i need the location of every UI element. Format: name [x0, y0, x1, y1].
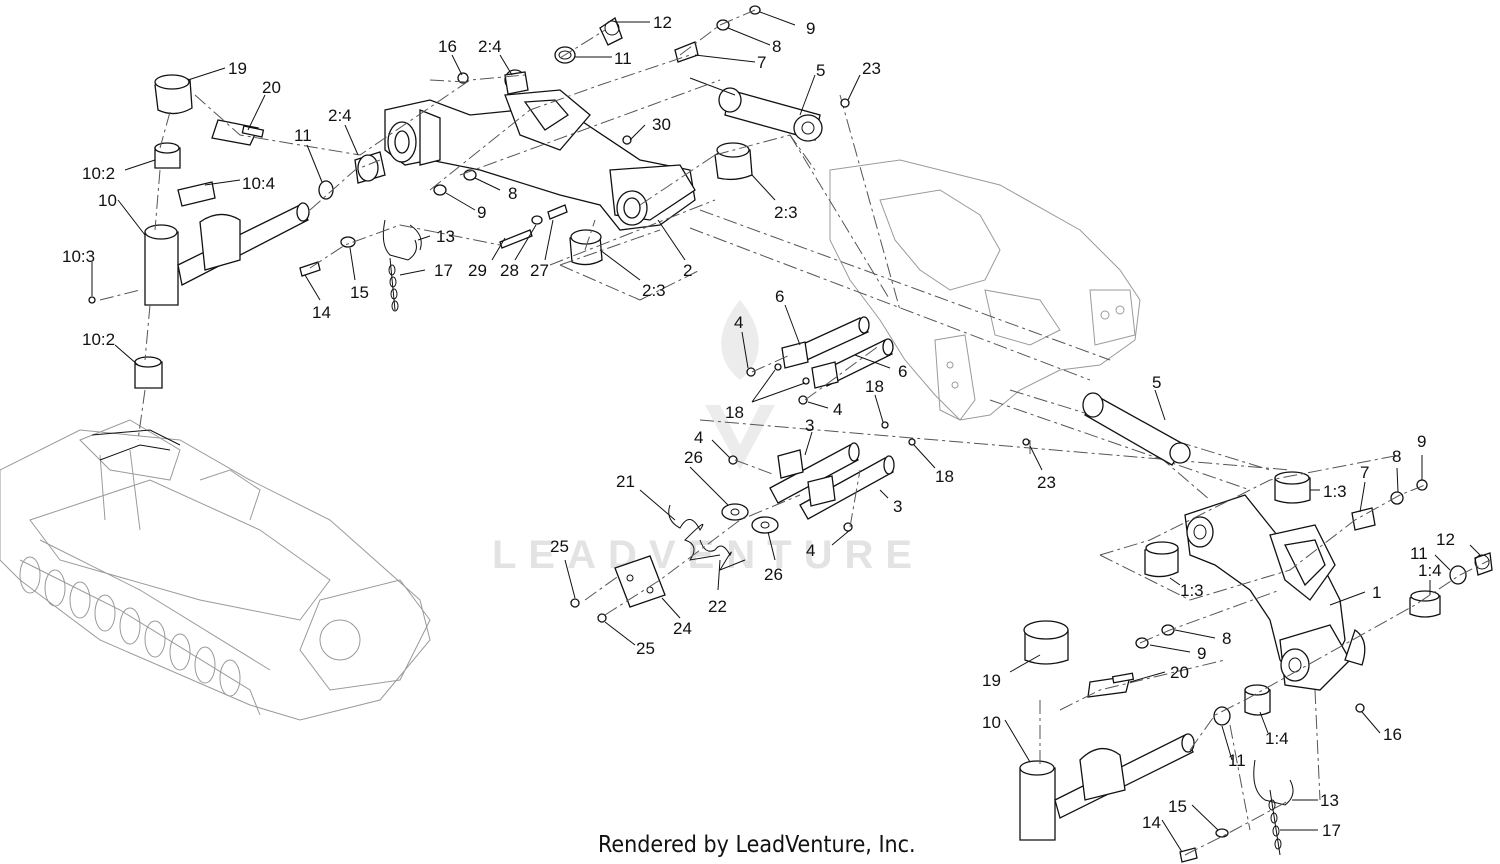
callout-28: 28 — [500, 261, 519, 280]
callout-18-b: 18 — [865, 377, 884, 396]
callout-7: 7 — [757, 53, 766, 72]
callout-16-b: 16 — [1383, 725, 1402, 744]
callout-27: 27 — [530, 261, 549, 280]
callout-1-4: 1:4 — [1418, 561, 1442, 580]
lower-cylinder-5 — [1022, 392, 1191, 466]
callout-24: 24 — [673, 619, 692, 638]
upper-lift-arm-2 — [384, 89, 696, 231]
callout-12-b: 12 — [1436, 530, 1455, 549]
callout-11-c: 11 — [1410, 544, 1428, 563]
callout-5-b: 5 — [1152, 373, 1161, 392]
callout-12: 12 — [653, 13, 672, 32]
lower-right-pivot-yoke — [1019, 689, 1321, 863]
upper-cylinder-5 — [689, 77, 850, 142]
callout-8-d: 8 — [1222, 629, 1231, 648]
callout-10-4: 10:4 — [242, 174, 275, 193]
callout-9: 9 — [806, 19, 815, 38]
callout-19: 19 — [228, 59, 247, 78]
callout-4-b: 4 — [833, 400, 842, 419]
reel-cutting-unit — [0, 419, 431, 721]
callout-26-b: 26 — [764, 565, 783, 584]
callout-10-2: 10:2 — [82, 164, 115, 183]
callout-3: 3 — [805, 416, 814, 435]
callout-18-c: 18 — [935, 467, 954, 486]
callout-15-b: 15 — [1168, 797, 1187, 816]
watermark-v-icon — [705, 405, 775, 470]
footer-credit: Rendered by LeadVenture, Inc. — [598, 832, 916, 858]
callout-2-3: 2:3 — [774, 203, 798, 222]
callout-8-c: 8 — [1392, 447, 1401, 466]
callout-13: 13 — [436, 227, 455, 246]
watermark: LEADVENTURE — [492, 300, 924, 577]
callout-2: 2 — [683, 261, 692, 280]
callout-6: 6 — [775, 287, 784, 306]
callout-20-b: 20 — [1170, 663, 1189, 682]
callout-30: 30 — [652, 115, 671, 134]
callout-26: 26 — [684, 448, 703, 467]
callout-14-b: 14 — [1142, 813, 1161, 832]
callout-25-b: 25 — [636, 639, 655, 658]
callout-17-b: 17 — [1322, 821, 1341, 840]
callout-labels: 19 20 10:2 10:4 10 10:3 10:2 16 2:4 12 9… — [62, 13, 1455, 840]
callout-18: 18 — [725, 403, 744, 422]
callout-4: 4 — [734, 313, 743, 332]
callout-10-2-lower: 10:2 — [82, 330, 115, 349]
callout-6-b: 6 — [898, 362, 907, 381]
callout-11-d: 11 — [1228, 751, 1246, 770]
explode-lines — [99, 9, 1491, 856]
callout-22: 22 — [708, 597, 727, 616]
callout-3-b: 3 — [893, 497, 902, 516]
callout-13-b: 13 — [1320, 791, 1339, 810]
callout-19-b: 19 — [982, 671, 1001, 690]
callout-25: 25 — [550, 537, 569, 556]
lower-lift-arm-1 — [1184, 494, 1366, 691]
callout-10-3: 10:3 — [62, 247, 95, 266]
main-frame — [689, 94, 1291, 501]
sleeve-10-4 — [177, 181, 216, 207]
callout-10-b: 10 — [982, 713, 1001, 732]
callout-23: 23 — [862, 59, 881, 78]
callout-16: 16 — [438, 37, 457, 56]
leader-lines — [91, 11, 1481, 853]
callout-1-3-b: 1:3 — [1180, 581, 1204, 600]
callout-1-3: 1:3 — [1323, 482, 1347, 501]
callout-2-4: 2:4 — [478, 37, 502, 56]
callout-14: 14 — [312, 303, 331, 322]
upper-left-pivot-yoke — [88, 74, 310, 441]
callout-15: 15 — [350, 283, 369, 302]
callout-8-b: 8 — [508, 184, 517, 203]
callout-4-d: 4 — [806, 541, 815, 560]
callout-1: 1 — [1372, 583, 1381, 602]
callout-17: 17 — [434, 261, 453, 280]
center-pins-and-springs — [559, 219, 916, 623]
callout-11-b: 11 — [294, 126, 312, 145]
callout-8: 8 — [772, 37, 781, 56]
callout-9-b: 9 — [477, 203, 486, 222]
callout-2-3-b: 2:3 — [642, 281, 666, 300]
callout-2-4-b: 2:4 — [328, 106, 352, 125]
watermark-flame-icon — [721, 300, 759, 380]
callout-7-b: 7 — [1360, 463, 1369, 482]
yoke-10 — [144, 231, 179, 306]
plate-24 — [614, 555, 666, 608]
callout-5: 5 — [816, 61, 825, 80]
callout-20: 20 — [262, 78, 281, 97]
callout-23-b: 23 — [1037, 473, 1056, 492]
spring-21 — [668, 504, 721, 561]
callout-9-d: 9 — [1197, 644, 1206, 663]
reel-rollers — [19, 556, 241, 697]
lower-hardware — [1023, 471, 1493, 726]
callout-9-c: 9 — [1417, 432, 1426, 451]
callout-21: 21 — [616, 472, 635, 491]
watermark-text: LEADVENTURE — [492, 533, 924, 577]
callout-4-c: 4 — [694, 428, 703, 447]
callout-10: 10 — [98, 191, 117, 210]
spring-22 — [699, 539, 746, 572]
callout-11: 11 — [614, 49, 632, 68]
callout-1-4-b: 1:4 — [1265, 729, 1289, 748]
callout-29: 29 — [468, 261, 487, 280]
chain-13-17-upper — [382, 219, 422, 312]
